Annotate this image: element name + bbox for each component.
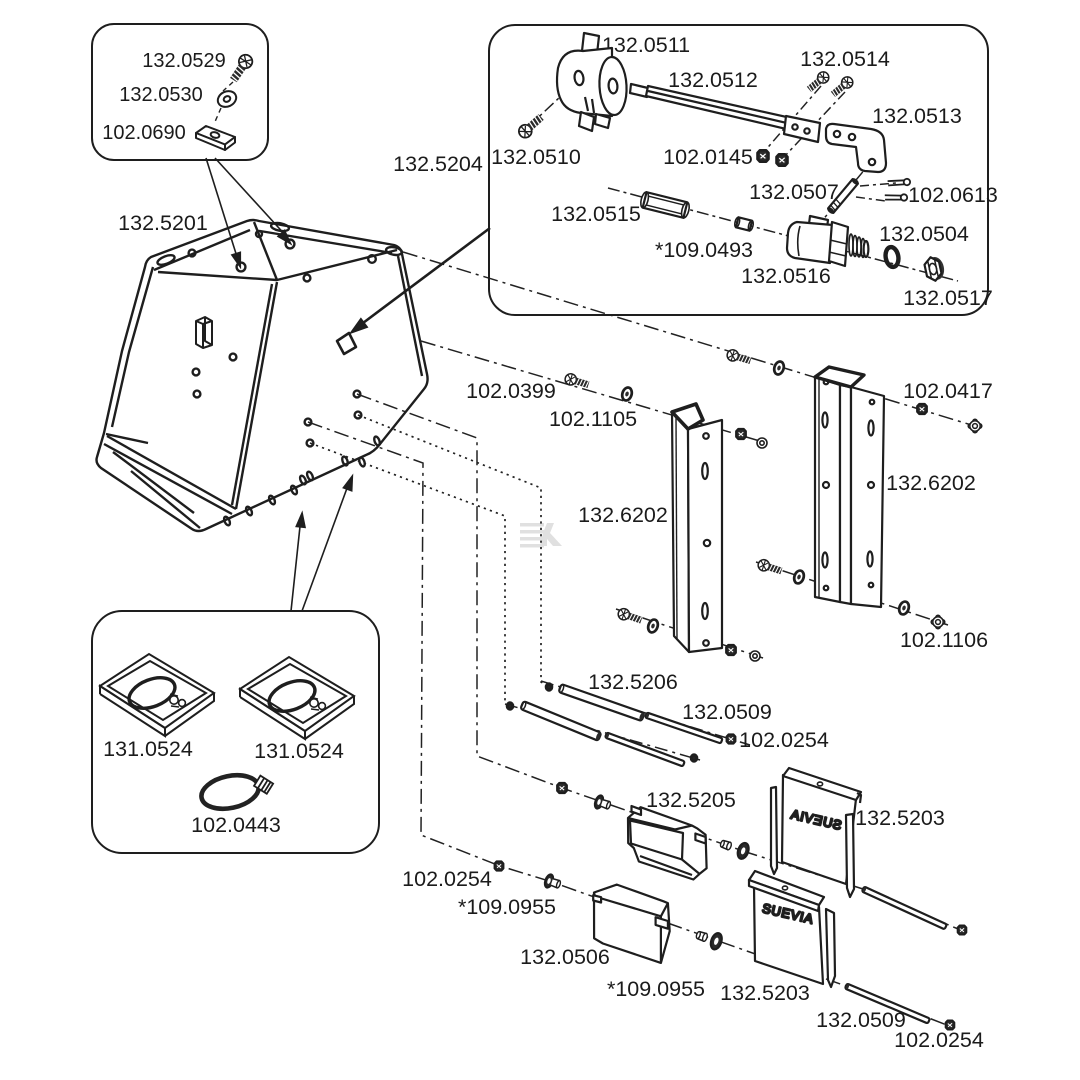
svg-text:132.0530: 132.0530	[119, 84, 202, 106]
svg-text:132.0509: 132.0509	[682, 700, 772, 724]
svg-text:132.0513: 132.0513	[872, 104, 962, 128]
svg-text:102.0690: 102.0690	[102, 122, 185, 144]
svg-text:131.0524: 131.0524	[254, 739, 344, 763]
svg-text:131.0524: 131.0524	[103, 737, 193, 761]
svg-text:132.0514: 132.0514	[800, 47, 890, 71]
svg-text:132.0506: 132.0506	[520, 945, 610, 969]
svg-text:132.0517: 132.0517	[903, 286, 993, 310]
svg-text:132.0507: 132.0507	[749, 180, 839, 204]
svg-text:132.6202: 132.6202	[886, 471, 976, 495]
svg-text:132.5201: 132.5201	[118, 211, 208, 235]
svg-text:102.0254: 102.0254	[739, 728, 829, 752]
svg-text:132.0504: 132.0504	[879, 222, 969, 246]
svg-text:132.0511: 132.0511	[602, 33, 690, 57]
svg-text:*109.0955: *109.0955	[458, 895, 556, 919]
svg-text:102.0443: 102.0443	[191, 813, 281, 837]
svg-text:102.0254: 102.0254	[894, 1028, 984, 1052]
svg-text:132.5203: 132.5203	[720, 981, 810, 1005]
svg-text:102.0417: 102.0417	[903, 379, 993, 403]
svg-text:132.5203: 132.5203	[855, 806, 945, 830]
svg-text:132.0529: 132.0529	[142, 50, 225, 72]
svg-text:132.0515: 132.0515	[551, 202, 641, 226]
svg-text:132.5205: 132.5205	[646, 788, 736, 812]
svg-text:132.0512: 132.0512	[668, 68, 758, 92]
svg-text:102.0613: 102.0613	[908, 183, 998, 207]
svg-text:132.0510: 132.0510	[491, 145, 581, 169]
svg-text:102.1105: 102.1105	[549, 407, 637, 431]
svg-text:102.0399: 102.0399	[466, 379, 556, 403]
svg-text:132.0509: 132.0509	[816, 1008, 906, 1032]
svg-text:102.0254: 102.0254	[402, 867, 492, 891]
svg-text:102.0145: 102.0145	[663, 145, 753, 169]
svg-text:132.5206: 132.5206	[588, 670, 678, 694]
svg-text:132.5204: 132.5204	[393, 152, 483, 176]
svg-text:132.6202: 132.6202	[578, 503, 668, 527]
svg-text:132.0516: 132.0516	[741, 264, 831, 288]
svg-text:102.1106: 102.1106	[900, 628, 988, 652]
svg-text:*109.0493: *109.0493	[655, 238, 753, 262]
svg-text:*109.0955: *109.0955	[607, 977, 705, 1001]
